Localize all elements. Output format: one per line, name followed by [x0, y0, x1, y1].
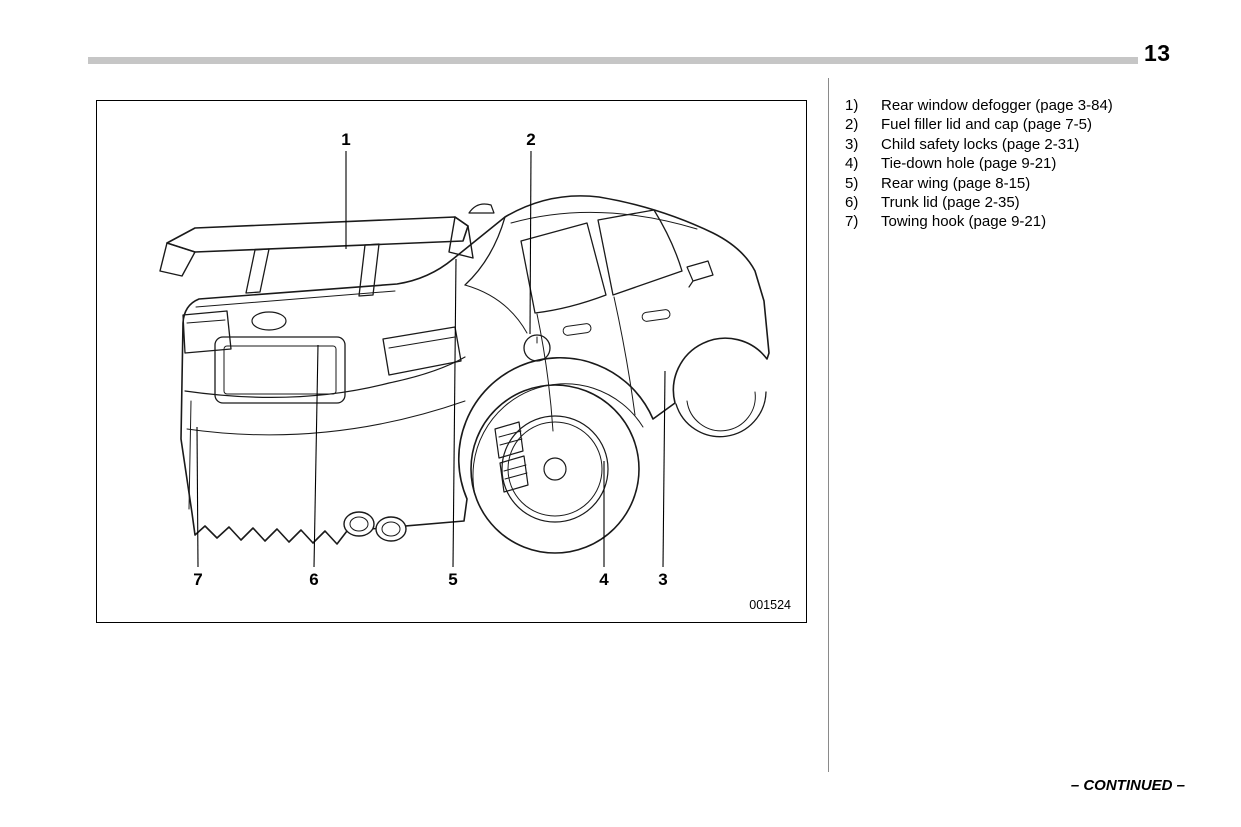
legend-item-number: 6) [845, 194, 859, 212]
leader-line [313, 344, 319, 568]
legend-item: 2) Fuel filler lid and cap (page 7-5) [845, 115, 1225, 134]
figure-box: 1 2 7 6 5 4 3 001524 [96, 100, 807, 623]
callout-3: 3 [658, 570, 667, 589]
legend-item-text: Trunk lid (page 2-35) [881, 194, 1020, 212]
legend-item-number: 1) [845, 97, 859, 114]
column-divider [828, 78, 829, 772]
leader-line [662, 370, 666, 568]
legend-item-text: Child safety locks (page 2-31) [881, 135, 1080, 153]
legend-item-text: Towing hook (page 9-21) [881, 213, 1047, 231]
leader-line [196, 426, 199, 568]
legend-item-text: Rear wing (page 8-15) [881, 174, 1031, 192]
legend-item-text: Fuel filler lid and cap (page 7-5) [881, 116, 1092, 134]
continued-label: – CONTINUED – [1070, 777, 1185, 794]
legend-item-number: 5) [845, 174, 859, 192]
legend-list: 1) Rear window defogger (page 3-84) 2) F… [845, 96, 1225, 232]
car-line-art [159, 195, 770, 554]
legend-item: 6) Trunk lid (page 2-35) [845, 193, 1225, 212]
legend-item-number: 7) [845, 213, 859, 231]
callout-2: 2 [526, 130, 535, 149]
callout-4: 4 [599, 570, 609, 589]
legend-item: 4) Tie-down hole (page 9-21) [845, 154, 1225, 173]
callout-7: 7 [193, 570, 202, 589]
legend-item-number: 3) [845, 135, 859, 153]
legend-item: 1) Rear window defogger (page 3-84) [845, 96, 1225, 115]
legend-item: 5) Rear wing (page 8-15) [845, 174, 1225, 193]
legend-item: 3) Child safety locks (page 2-31) [845, 135, 1225, 154]
leader-line [529, 150, 532, 335]
callout-5: 5 [448, 570, 457, 589]
legend-item-number: 4) [845, 155, 859, 173]
page-number: 13 [1144, 40, 1171, 66]
legend-item: 7) Towing hook (page 9-21) [845, 212, 1225, 231]
callout-6: 6 [309, 570, 318, 589]
callout-1: 1 [341, 130, 350, 149]
legend-item-text: Rear window defogger (page 3-84) [881, 97, 1113, 114]
leader-lines [196, 150, 666, 568]
legend-item-text: Tie-down hole (page 9-21) [881, 155, 1057, 173]
car-diagram-svg: 1 2 7 6 5 4 3 001524 [159, 130, 791, 612]
figure-id: 001524 [749, 598, 791, 612]
header-rule [88, 57, 1138, 64]
legend-item-number: 2) [845, 116, 859, 134]
leader-line [452, 258, 457, 568]
